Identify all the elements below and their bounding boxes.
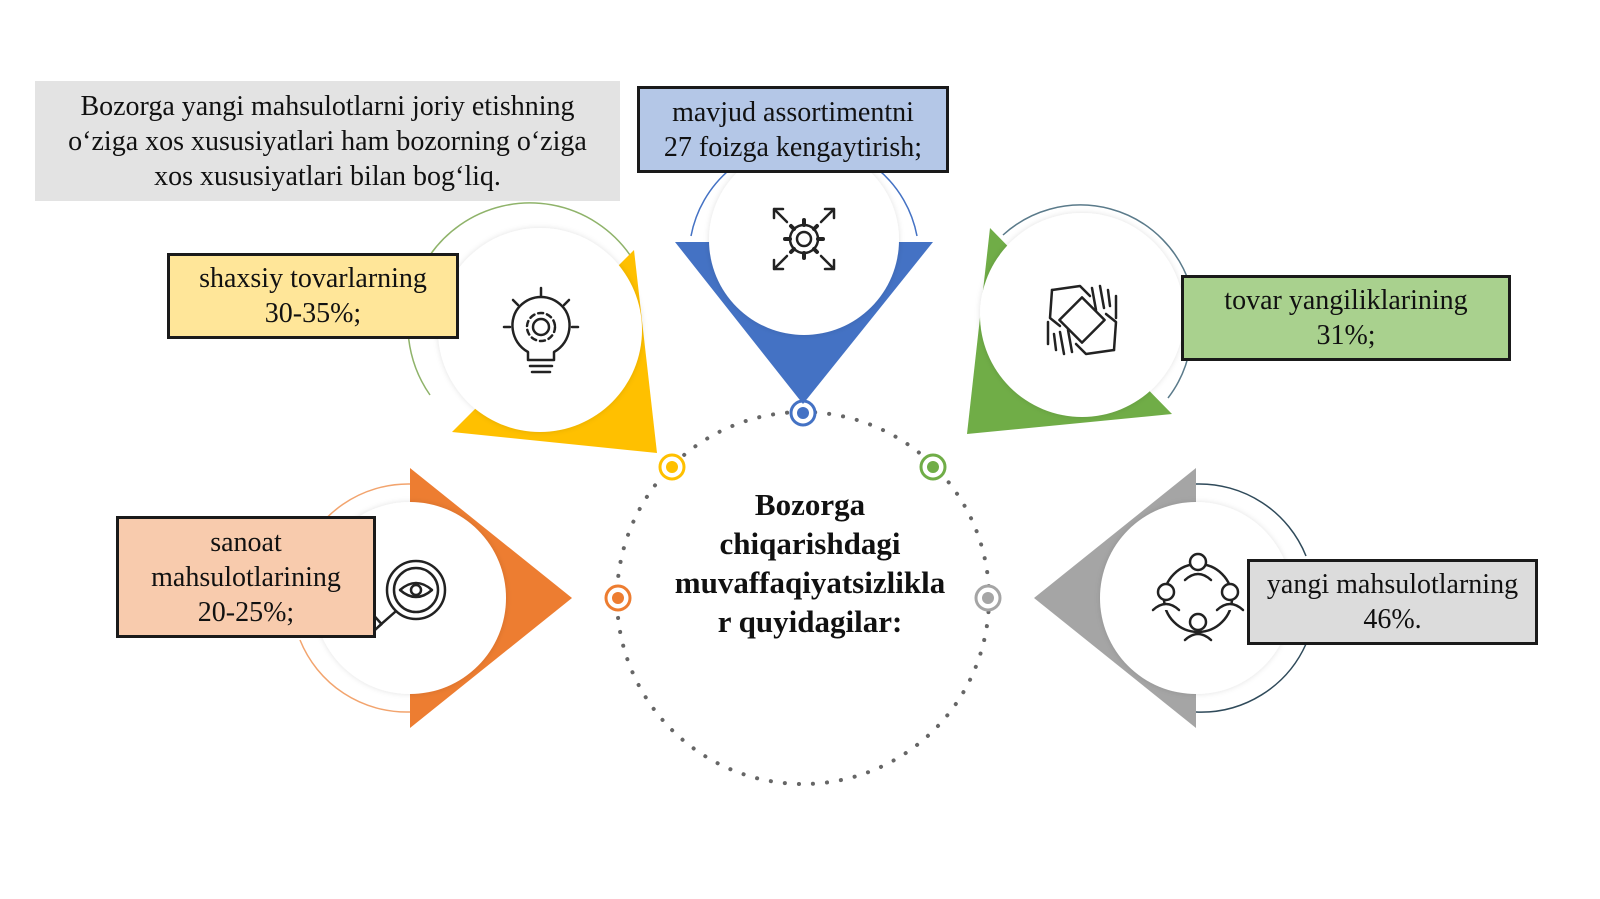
item-box-yellow: shaxsiy tovarlarning 30-35%;	[167, 253, 459, 339]
ring-dot-yellow	[658, 453, 686, 481]
item-line: mavjud assortimentni	[672, 96, 914, 128]
item-line: 27 foizga kengaytirish;	[663, 131, 923, 163]
item-line: 46%.	[1363, 604, 1422, 635]
item-line: 20-25%;	[197, 596, 295, 628]
ring-dot-blue	[789, 399, 817, 427]
center-title-line: r quyidagilar:	[717, 604, 903, 639]
ring-dot-green	[919, 453, 947, 481]
center-title: Bozorga chiqarishdagi muvaffaqiyatsizlik…	[660, 485, 960, 641]
intro-text-box: Bozorga yangi mahsulotlarni joriy etishn…	[35, 81, 620, 201]
item-line: 30-35%;	[264, 298, 362, 329]
item-box-orange: sanoat mahsulotlarining 20-25%;	[116, 516, 376, 638]
center-title-line: muvaffaqiyatsizlikla	[674, 565, 946, 600]
ring-dot-orange	[604, 584, 632, 612]
center-title-line: chiqarishdagi	[719, 526, 901, 561]
item-line: sanoat	[210, 526, 282, 558]
item-line: 31%;	[1316, 320, 1376, 351]
item-box-blue: mavjud assortimentni 27 foizga kengaytir…	[637, 86, 949, 173]
center-title-line: Bozorga	[754, 487, 866, 522]
item-line: yangi mahsulotlarning	[1266, 569, 1519, 600]
intro-line: Bozorga yangi mahsulotlarni joriy etishn…	[80, 90, 575, 122]
intro-line: xos xususiyatlari bilan bog‘liq.	[154, 160, 501, 192]
gear-arrows-icon	[772, 207, 836, 271]
node-blue	[675, 141, 933, 404]
item-line: tovar yangiliklarining	[1224, 285, 1468, 316]
lightbulb-gear-icon	[502, 286, 580, 374]
node-green	[967, 204, 1191, 434]
ring-dot-gray	[974, 584, 1002, 612]
item-line: mahsulotlarining	[151, 561, 341, 593]
item-line: shaxsiy tovarlarning	[199, 263, 427, 294]
team-network-icon	[1151, 552, 1245, 642]
item-box-gray: yangi mahsulotlarning 46%.	[1247, 559, 1538, 645]
item-box-green: tovar yangiliklarining 31%;	[1181, 275, 1511, 361]
node-gray	[1034, 468, 1307, 728]
intro-line: o‘ziga xos xususiyatlari ham bozorning o…	[68, 125, 587, 157]
handshake-icon	[1046, 284, 1118, 356]
